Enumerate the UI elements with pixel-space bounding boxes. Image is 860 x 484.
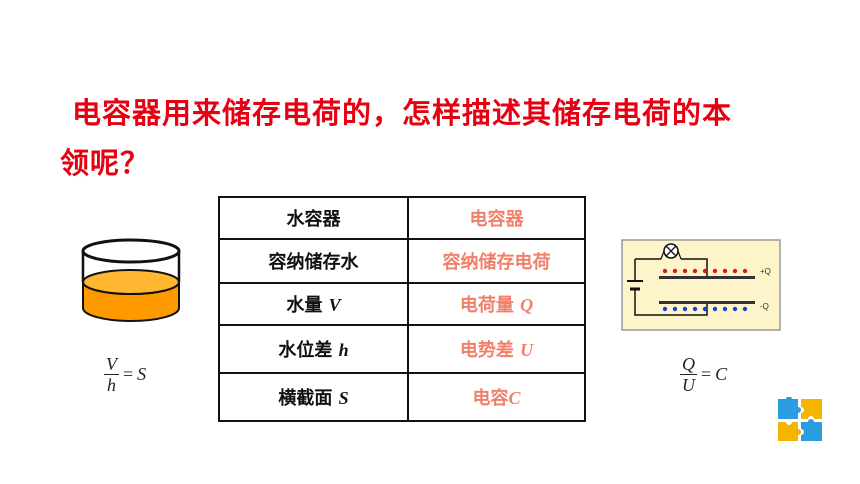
table-cell: 电容C xyxy=(407,372,586,422)
table-row: 水位差 h 电势差 U xyxy=(218,324,586,374)
table-row: 水容器 电容器 xyxy=(218,196,586,240)
table-cell: 电荷量 Q xyxy=(407,282,586,326)
table-cell: 水容器 xyxy=(218,196,409,240)
svg-text:+Q: +Q xyxy=(760,267,771,276)
table-cell: 横截面 S xyxy=(218,372,409,422)
comparison-table: 水容器 电容器 容纳储存水 容纳储存电荷 水量 V 电荷量 Q 水位差 h 电势… xyxy=(218,196,586,422)
title-line-1: 电容器用来储存电荷的，怎样描述其储存电荷的本 xyxy=(72,96,733,130)
table-cell: 容纳储存电荷 xyxy=(407,238,586,284)
svg-text:-Q: -Q xyxy=(760,302,769,311)
table-row: 容纳储存水 容纳储存电荷 xyxy=(218,238,586,284)
table-row: 水量 V 电荷量 Q xyxy=(218,282,586,326)
title-line-2: 领呢？ xyxy=(60,146,151,180)
question-title: 电容器用来储存电荷的，怎样描述其储存电荷的本 领呢？ xyxy=(60,88,800,188)
table-cell: 容纳储存水 xyxy=(218,238,409,284)
table-cell: 水量 V xyxy=(218,282,409,326)
table-cell: 水位差 h xyxy=(218,324,409,374)
table-row: 横截面 S 电容C xyxy=(218,372,586,422)
table-cell: 电势差 U xyxy=(407,324,586,374)
capacitor-circuit-illustration: +Q -Q xyxy=(621,239,781,331)
table-cell: 电容器 xyxy=(407,196,586,240)
water-container-illustration xyxy=(81,238,181,322)
puzzle-logo-icon xyxy=(778,397,822,441)
